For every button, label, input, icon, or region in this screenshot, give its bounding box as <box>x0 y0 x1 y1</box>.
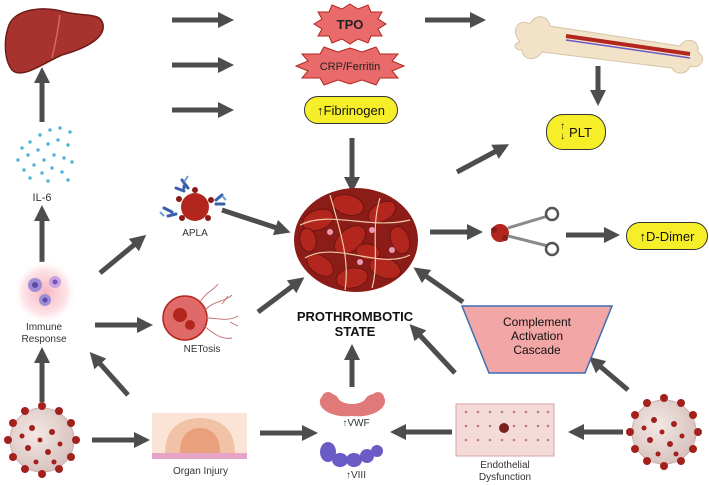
clot-icon <box>294 188 418 292</box>
tissue-icon <box>152 413 247 459</box>
arrow-complement-to-state <box>413 267 465 305</box>
arrow-virus-to-complement <box>588 356 630 392</box>
apla-label: APLA <box>182 228 208 239</box>
bone-marrow-icon <box>514 16 703 74</box>
plt-up-arrow: ↑ <box>560 121 566 132</box>
plt-down-arrow: ↓ <box>560 131 566 142</box>
complement-label: Complement Activation Cascade <box>502 315 572 357</box>
crp-label: CRP/Ferritin <box>320 61 381 73</box>
fibrinogen-badge: ↑Fibrinogen <box>304 96 398 124</box>
vwf-label: ↑VWF <box>342 418 370 429</box>
arrow-endothelial-to-state <box>409 324 457 375</box>
arrow-virus-to-immune-diag <box>89 352 130 397</box>
liver-icon <box>4 8 104 74</box>
scissors-icon <box>491 206 560 257</box>
prothrombotic-state-label: PROTHROMBOTIC STATE <box>296 309 414 339</box>
endothelium-icon <box>455 403 555 457</box>
neutrophil-icon <box>162 283 239 341</box>
cytokine-dots-icon <box>16 126 74 183</box>
crp-starburst <box>294 46 406 86</box>
ddimer-badge: ↑D-Dimer <box>626 222 708 250</box>
arrow-apla-to-state <box>221 207 291 236</box>
tpo-label: TPO <box>337 17 364 32</box>
arrows <box>33 11 630 449</box>
virus-icon <box>4 402 80 478</box>
immune-response-label: Immune Response <box>21 322 67 345</box>
organ-injury-label: Organ Injury <box>172 466 229 477</box>
vwf-protein-icon <box>319 392 386 417</box>
endothelial-label: Endothelial Dysfunction <box>478 460 532 483</box>
complement-shape <box>460 305 614 374</box>
antibody-icon <box>159 175 227 221</box>
virus-icon <box>626 394 702 470</box>
tpo-starburst <box>313 3 387 45</box>
immune-cell-icon <box>13 260 77 324</box>
arrow-netosis-to-state <box>256 277 305 314</box>
viii-label: ↑VIII <box>345 470 366 481</box>
arrow-state-to-plt <box>455 144 510 175</box>
arrow-immune-to-apla <box>98 234 147 275</box>
plt-badge: ↑ ↓ PLT <box>546 114 606 150</box>
netosis-label: NETosis <box>183 344 221 355</box>
plt-label: PLT <box>569 124 592 140</box>
factor-viii-icon <box>320 442 383 467</box>
il6-label: IL-6 <box>32 192 52 204</box>
